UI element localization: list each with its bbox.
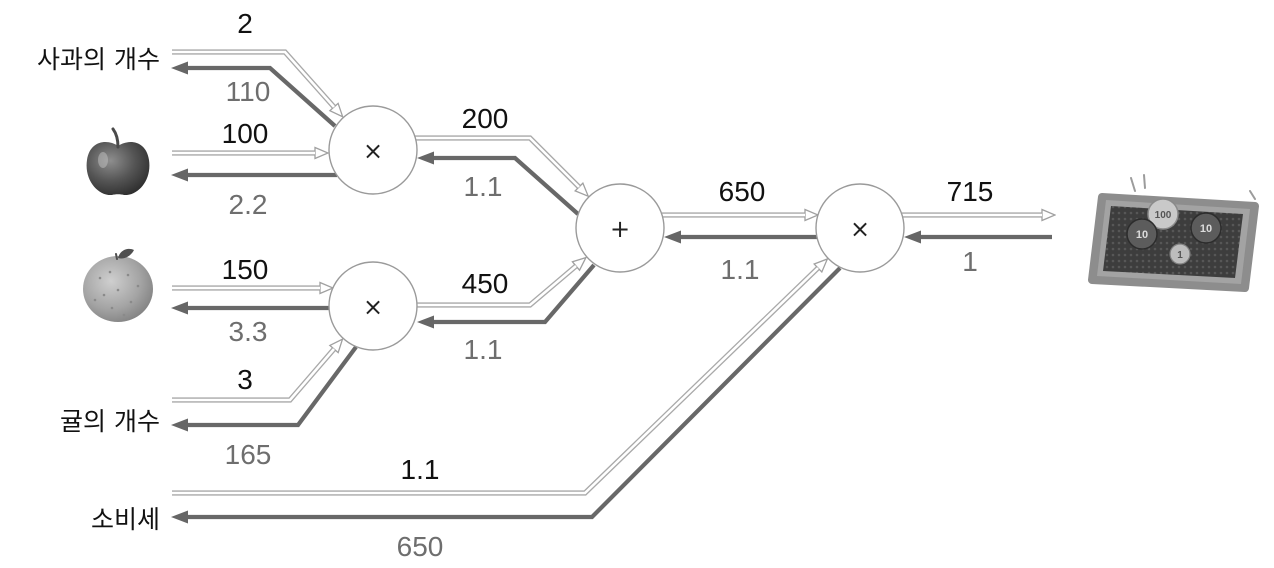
forward-values: 2 100 150 3 200 450 650 715 1.1 xyxy=(222,8,994,485)
apple-icon xyxy=(86,127,150,196)
backward-edges xyxy=(171,61,1052,524)
svg-text:10: 10 xyxy=(1200,223,1212,235)
backward-value-tax: 650 xyxy=(397,531,444,562)
edge-orange-count-backward xyxy=(171,345,358,432)
backward-value-orange-price: 3.3 xyxy=(229,316,268,347)
node-orange-mul: × xyxy=(328,261,418,351)
svg-text:10: 10 xyxy=(1136,229,1148,241)
node-circle xyxy=(328,261,418,351)
coin-tray-icon: 100 10 10 1 xyxy=(1088,174,1259,292)
label-orange-count: 귤의 개수 xyxy=(60,407,160,436)
node-add: + xyxy=(575,183,665,273)
label-apple-count: 사과의 개수 xyxy=(37,45,160,74)
edge-tax-backward xyxy=(171,266,842,524)
node-apple-mul: × xyxy=(328,105,418,195)
forward-value-apple-count: 2 xyxy=(237,8,253,39)
backward-value-apple-price: 2.2 xyxy=(229,189,268,220)
forward-arrow-inner xyxy=(172,348,335,402)
node-operator: × xyxy=(363,293,383,321)
edge-apple-total-forward xyxy=(415,135,580,188)
coin-1: 1 xyxy=(1169,243,1191,265)
forward-arrow-inner xyxy=(415,136,580,188)
forward-arrow-inner xyxy=(172,50,335,108)
forward-value-result: 715 xyxy=(947,176,994,207)
forward-arrow-inner xyxy=(172,267,819,495)
edge-apple-count-forward xyxy=(172,49,335,108)
svg-text:100: 100 xyxy=(1155,210,1172,221)
backward-value-sum: 1.1 xyxy=(721,254,760,285)
edge-orange-total-backward xyxy=(417,263,596,329)
node-operator: + xyxy=(610,215,630,243)
label-tax: 소비세 xyxy=(91,505,160,534)
node-circle xyxy=(815,183,905,273)
forward-value-orange-total: 450 xyxy=(462,268,509,299)
edge-tax-forward xyxy=(172,267,819,496)
edge-orange-count-forward xyxy=(172,348,335,403)
forward-value-apple-price: 100 xyxy=(222,118,269,149)
edge-apple-count-backward xyxy=(171,61,337,128)
forward-value-orange-price: 150 xyxy=(222,254,269,285)
backward-value-apple-count: 110 xyxy=(226,76,271,107)
forward-value-orange-count: 3 xyxy=(237,364,253,395)
coin-100: 100 xyxy=(1147,198,1179,230)
node-circle xyxy=(328,105,418,195)
coin-10-left: 10 xyxy=(1126,218,1158,250)
forward-edges xyxy=(172,49,1042,496)
backward-value-apple-total: 1.1 xyxy=(464,171,503,202)
forward-value-apple-total: 200 xyxy=(462,103,509,134)
forward-arrow-inner xyxy=(417,265,577,307)
backward-value-orange-total: 1.1 xyxy=(464,334,503,365)
forward-value-tax: 1.1 xyxy=(401,454,440,485)
svg-text:1: 1 xyxy=(1177,250,1183,261)
forward-arrow xyxy=(172,349,334,403)
node-operator: × xyxy=(363,137,383,165)
backward-values: 110 2.2 3.3 165 1.1 1.1 1.1 1 650 xyxy=(225,76,978,562)
node-circle xyxy=(575,183,665,273)
orange-icon xyxy=(83,248,153,322)
backward-value-result: 1 xyxy=(962,246,978,277)
forward-value-sum: 650 xyxy=(719,176,766,207)
edge-orange-total-forward xyxy=(417,265,577,308)
node-operator: × xyxy=(850,215,870,243)
node-tax-mul: × xyxy=(815,183,905,273)
coin-10-right: 10 xyxy=(1190,212,1222,244)
backward-value-orange-count: 165 xyxy=(225,439,272,470)
edge-apple-total-backward xyxy=(417,151,580,216)
